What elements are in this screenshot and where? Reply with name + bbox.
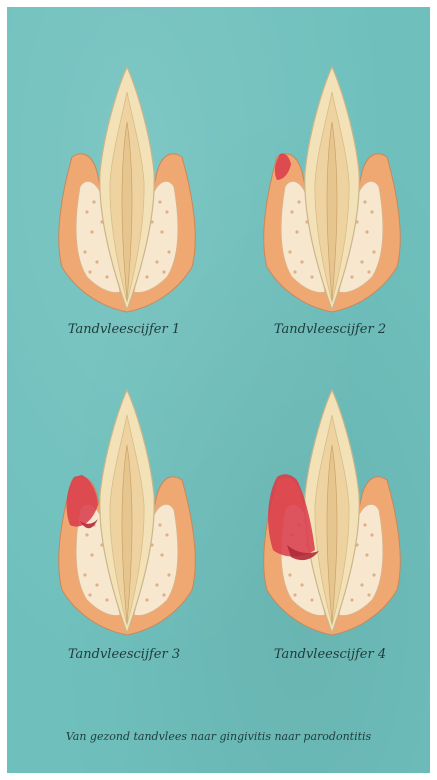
stage-caption-4: Tandvleescijfer 4 [235, 647, 425, 662]
stage-caption-2: Tandvleescijfer 2 [235, 322, 425, 337]
tooth-illustration-4 [257, 385, 407, 640]
illustration-panel: Tandvleescijfer 1 Tandvleescijfer 2 Tand… [7, 7, 430, 773]
tooth-illustration-1 [52, 62, 202, 317]
tooth-illustration-2 [257, 62, 407, 317]
tooth-illustration-3 [52, 385, 202, 640]
stage-caption-1: Tandvleescijfer 1 [29, 322, 219, 337]
stage-caption-3: Tandvleescijfer 3 [29, 647, 219, 662]
footer-caption: Van gezond tandvlees naar gingivitis naa… [7, 730, 430, 743]
